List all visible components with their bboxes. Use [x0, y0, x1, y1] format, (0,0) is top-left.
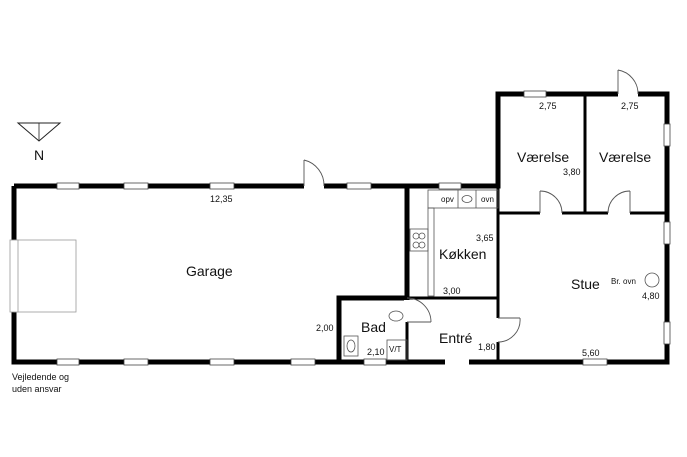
north-arrow-icon	[16, 122, 62, 142]
garage-gate	[13, 239, 77, 313]
dim-stue-depth: 4,80	[642, 291, 660, 301]
dim-vaerelse-depth: 3,80	[563, 167, 581, 177]
dim-bad-width: 2,10	[367, 347, 385, 357]
house-walls	[339, 91, 670, 365]
dim-stue-width: 5,60	[582, 348, 600, 358]
label-vt: V/T	[389, 345, 402, 354]
room-label-entre: Entré	[439, 330, 473, 346]
north-label: N	[34, 147, 44, 163]
room-label-vaerelse-left: Værelse	[517, 149, 569, 165]
dim-kokken-width: 3,00	[443, 286, 461, 296]
stove-icon	[644, 272, 660, 288]
disclaimer-line-1: Vejledende og	[12, 372, 69, 382]
disclaimer-line-2: uden ansvar	[12, 384, 62, 394]
room-label-garage: Garage	[186, 263, 233, 279]
dim-garage-width: 12,35	[210, 194, 233, 204]
bath-fixtures	[343, 310, 408, 361]
dim-entre-depth: 1,80	[478, 342, 496, 352]
room-label-bad: Bad	[361, 319, 386, 335]
dim-vaerelse-right-width: 2,75	[621, 101, 639, 111]
room-label-stue: Stue	[571, 276, 600, 292]
room-label-vaerelse-right: Værelse	[599, 149, 651, 165]
windows	[56, 90, 671, 366]
label-opvask: opv	[441, 195, 454, 204]
room-label-kokken: Køkken	[439, 246, 486, 262]
label-ovn: ovn	[481, 195, 494, 204]
dim-kokken-depth: 3,65	[476, 233, 494, 243]
dim-bad-depth: 2,00	[316, 323, 334, 333]
kitchen-fixtures	[409, 189, 499, 297]
doors	[303, 69, 639, 365]
label-braendeovn: Br. ovn	[611, 277, 636, 286]
dim-vaerelse-left-width: 2,75	[539, 101, 557, 111]
